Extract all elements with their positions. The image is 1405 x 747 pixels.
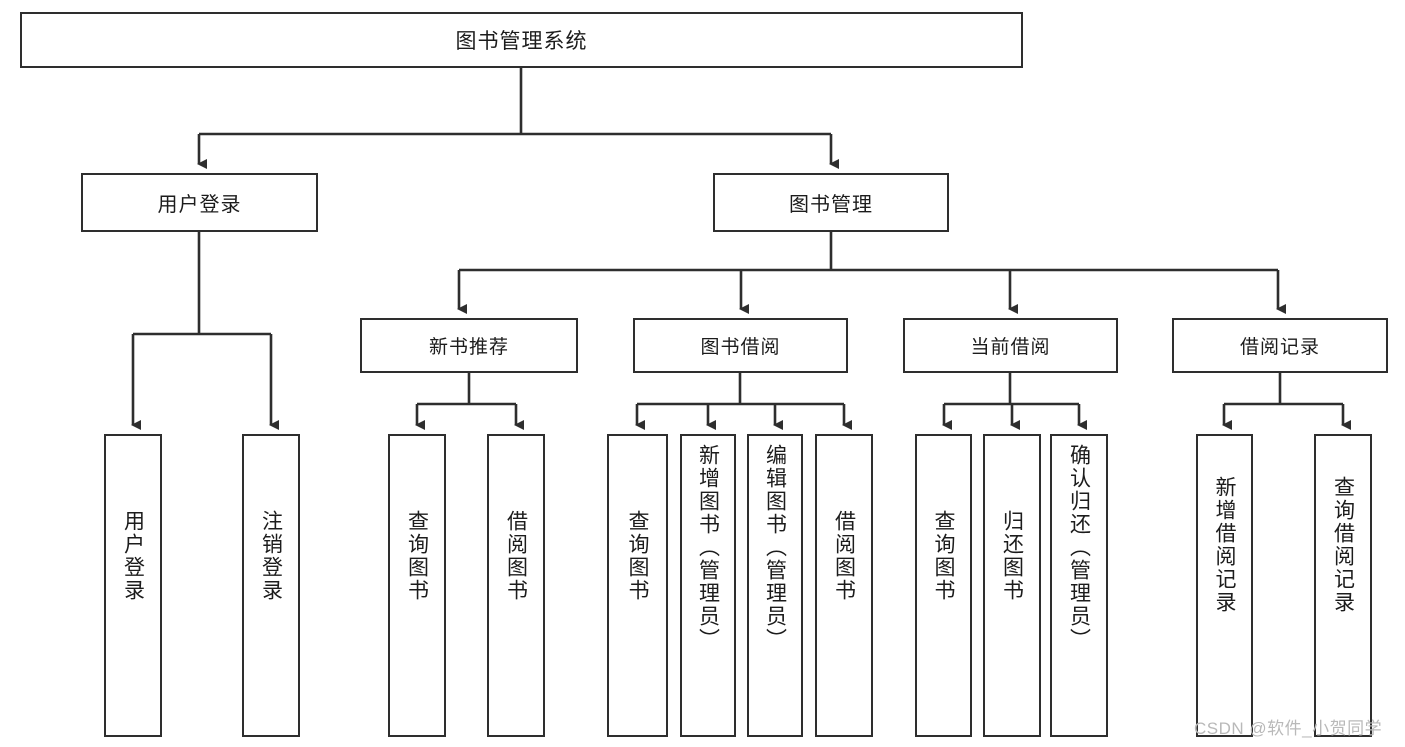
csdn-watermark: CSDN @软件_小贺同学 <box>1194 719 1383 738</box>
node-user-login[interactable]: 用户登录 <box>81 173 318 232</box>
leaf-borrow-book-2-label: 借阅图书 <box>832 510 856 602</box>
leaf-query-book-3-label: 查询图书 <box>932 510 955 602</box>
leaf-query-book-1[interactable]: 查询图书 <box>388 434 446 737</box>
leaf-confirm-return-label: 确认归还（管理员） <box>1067 444 1091 651</box>
node-book-borrow[interactable]: 图书借阅 <box>633 318 848 373</box>
node-borrow-record[interactable]: 借阅记录 <box>1172 318 1388 373</box>
node-user-login-label: 用户登录 <box>157 194 242 216</box>
leaf-query-book-3[interactable]: 查询图书 <box>915 434 972 737</box>
leaf-logout-label: 注销登录 <box>259 510 283 602</box>
node-current-borrow-label: 当前借阅 <box>970 337 1051 358</box>
leaf-add-record[interactable]: 新增借阅记录 <box>1196 434 1253 737</box>
leaf-add-book-label: 新增图书（管理员） <box>696 444 720 651</box>
leaf-logout[interactable]: 注销登录 <box>242 434 300 737</box>
leaf-query-book-2-label: 查询图书 <box>626 510 649 602</box>
node-root[interactable]: 图书管理系统 <box>20 12 1023 68</box>
leaf-borrow-book-2[interactable]: 借阅图书 <box>815 434 873 737</box>
leaf-query-record[interactable]: 查询借阅记录 <box>1314 434 1372 737</box>
leaf-query-book-1-label: 查询图书 <box>405 510 429 602</box>
leaf-return-book[interactable]: 归还图书 <box>983 434 1041 737</box>
leaf-borrow-book-1[interactable]: 借阅图书 <box>487 434 545 737</box>
leaf-return-book-label: 归还图书 <box>1000 510 1024 602</box>
node-current-borrow[interactable]: 当前借阅 <box>903 318 1118 373</box>
node-new-book-rec-label: 新书推荐 <box>428 337 509 358</box>
node-new-book-rec[interactable]: 新书推荐 <box>360 318 578 373</box>
node-book-manage[interactable]: 图书管理 <box>713 173 949 232</box>
leaf-confirm-return[interactable]: 确认归还（管理员） <box>1050 434 1108 737</box>
leaf-edit-book-label: 编辑图书（管理员） <box>763 444 787 651</box>
node-borrow-record-label: 借阅记录 <box>1239 337 1320 358</box>
leaf-add-record-label: 新增借阅记录 <box>1213 476 1236 614</box>
leaf-edit-book[interactable]: 编辑图书（管理员） <box>747 434 803 737</box>
node-book-manage-label: 图书管理 <box>789 194 873 216</box>
leaf-user-login-label: 用户登录 <box>121 510 145 602</box>
leaf-query-book-2[interactable]: 查询图书 <box>607 434 668 737</box>
leaf-borrow-book-1-label: 借阅图书 <box>504 510 528 602</box>
node-book-borrow-label: 图书借阅 <box>700 337 781 358</box>
leaf-add-book[interactable]: 新增图书（管理员） <box>680 434 736 737</box>
leaf-query-record-label: 查询借阅记录 <box>1331 476 1355 614</box>
leaf-user-login[interactable]: 用户登录 <box>104 434 162 737</box>
node-root-label: 图书管理系统 <box>455 30 588 53</box>
